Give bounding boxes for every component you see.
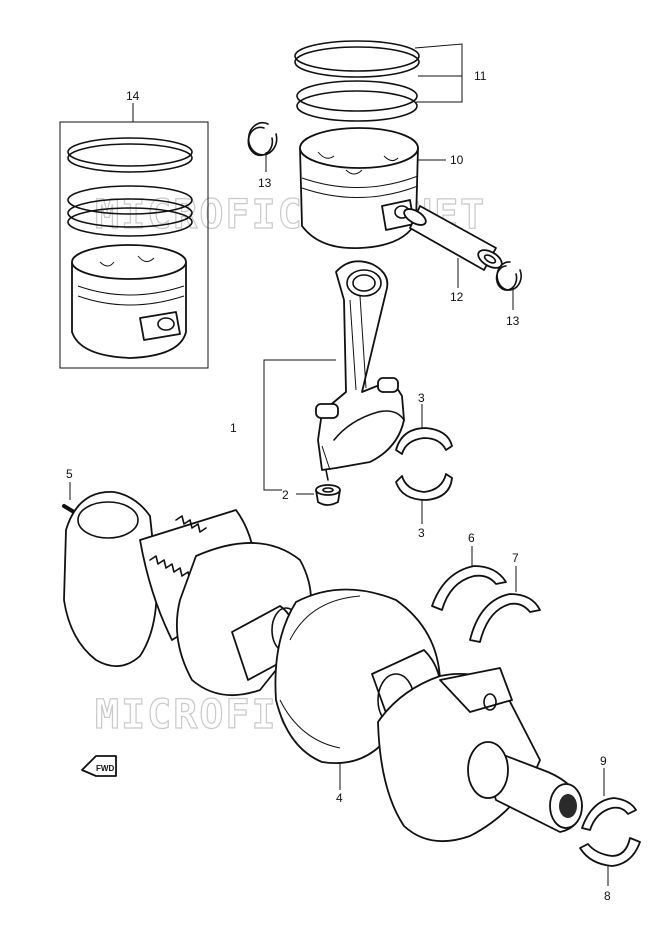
callout-2: 2	[282, 488, 289, 502]
callout-10: 10	[450, 153, 464, 167]
connecting-rod	[263, 260, 405, 491]
callout-14: 14	[126, 89, 140, 103]
callout-11: 11	[474, 69, 487, 83]
callout-4: 4	[336, 791, 343, 805]
con-rod-bearing-upper	[395, 404, 453, 455]
callout-13b: 13	[506, 314, 520, 328]
piston-set-piston	[71, 244, 187, 359]
piston-set-box	[59, 103, 209, 369]
fwd-arrow-icon: FWD	[81, 755, 117, 777]
con-rod-bearing-lower	[395, 473, 453, 524]
callout-8: 8	[604, 889, 611, 903]
leader-1	[263, 359, 336, 491]
main-bearing-8	[579, 837, 641, 886]
piston-rings	[294, 40, 463, 122]
piston-set-rings	[67, 137, 193, 237]
piston-pin	[403, 205, 503, 288]
callout-13a: 13	[258, 176, 272, 190]
callout-12: 12	[450, 290, 464, 304]
leader-11	[414, 43, 463, 103]
thrust-bearing-6	[431, 546, 507, 611]
main-bearing-9	[581, 768, 637, 831]
callout-9: 9	[600, 754, 607, 768]
callout-6: 6	[468, 531, 475, 545]
piston-set-frame	[59, 121, 209, 369]
callout-3a: 3	[418, 391, 425, 405]
piston	[299, 127, 446, 250]
callout-1: 1	[230, 421, 237, 435]
con-rod-nut	[296, 484, 341, 506]
circlip-lower	[495, 261, 522, 310]
callout-7: 7	[512, 551, 519, 565]
circlip-upper	[247, 121, 278, 172]
crank-key	[62, 482, 76, 514]
callout-3b: 3	[418, 526, 425, 540]
callouts: 1 2 3 3 4 5 6 7 8 9 10 11 12 13 13 14	[66, 69, 611, 903]
thrust-bearing-7	[469, 566, 541, 643]
callout-5: 5	[66, 467, 73, 481]
fwd-label: FWD	[96, 764, 114, 773]
crankshaft	[63, 491, 583, 843]
